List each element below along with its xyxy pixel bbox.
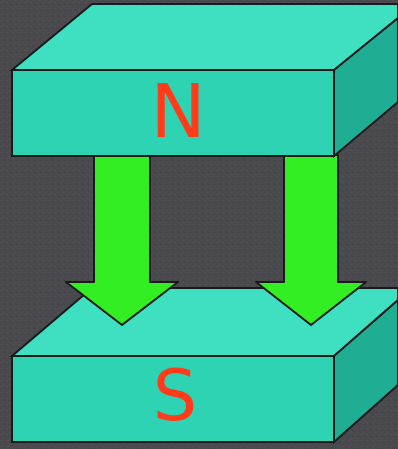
bottom-magnet: S	[12, 288, 398, 442]
top-magnet: N	[12, 4, 398, 156]
north-pole-label: N	[150, 69, 205, 155]
south-pole-label: S	[153, 355, 197, 437]
